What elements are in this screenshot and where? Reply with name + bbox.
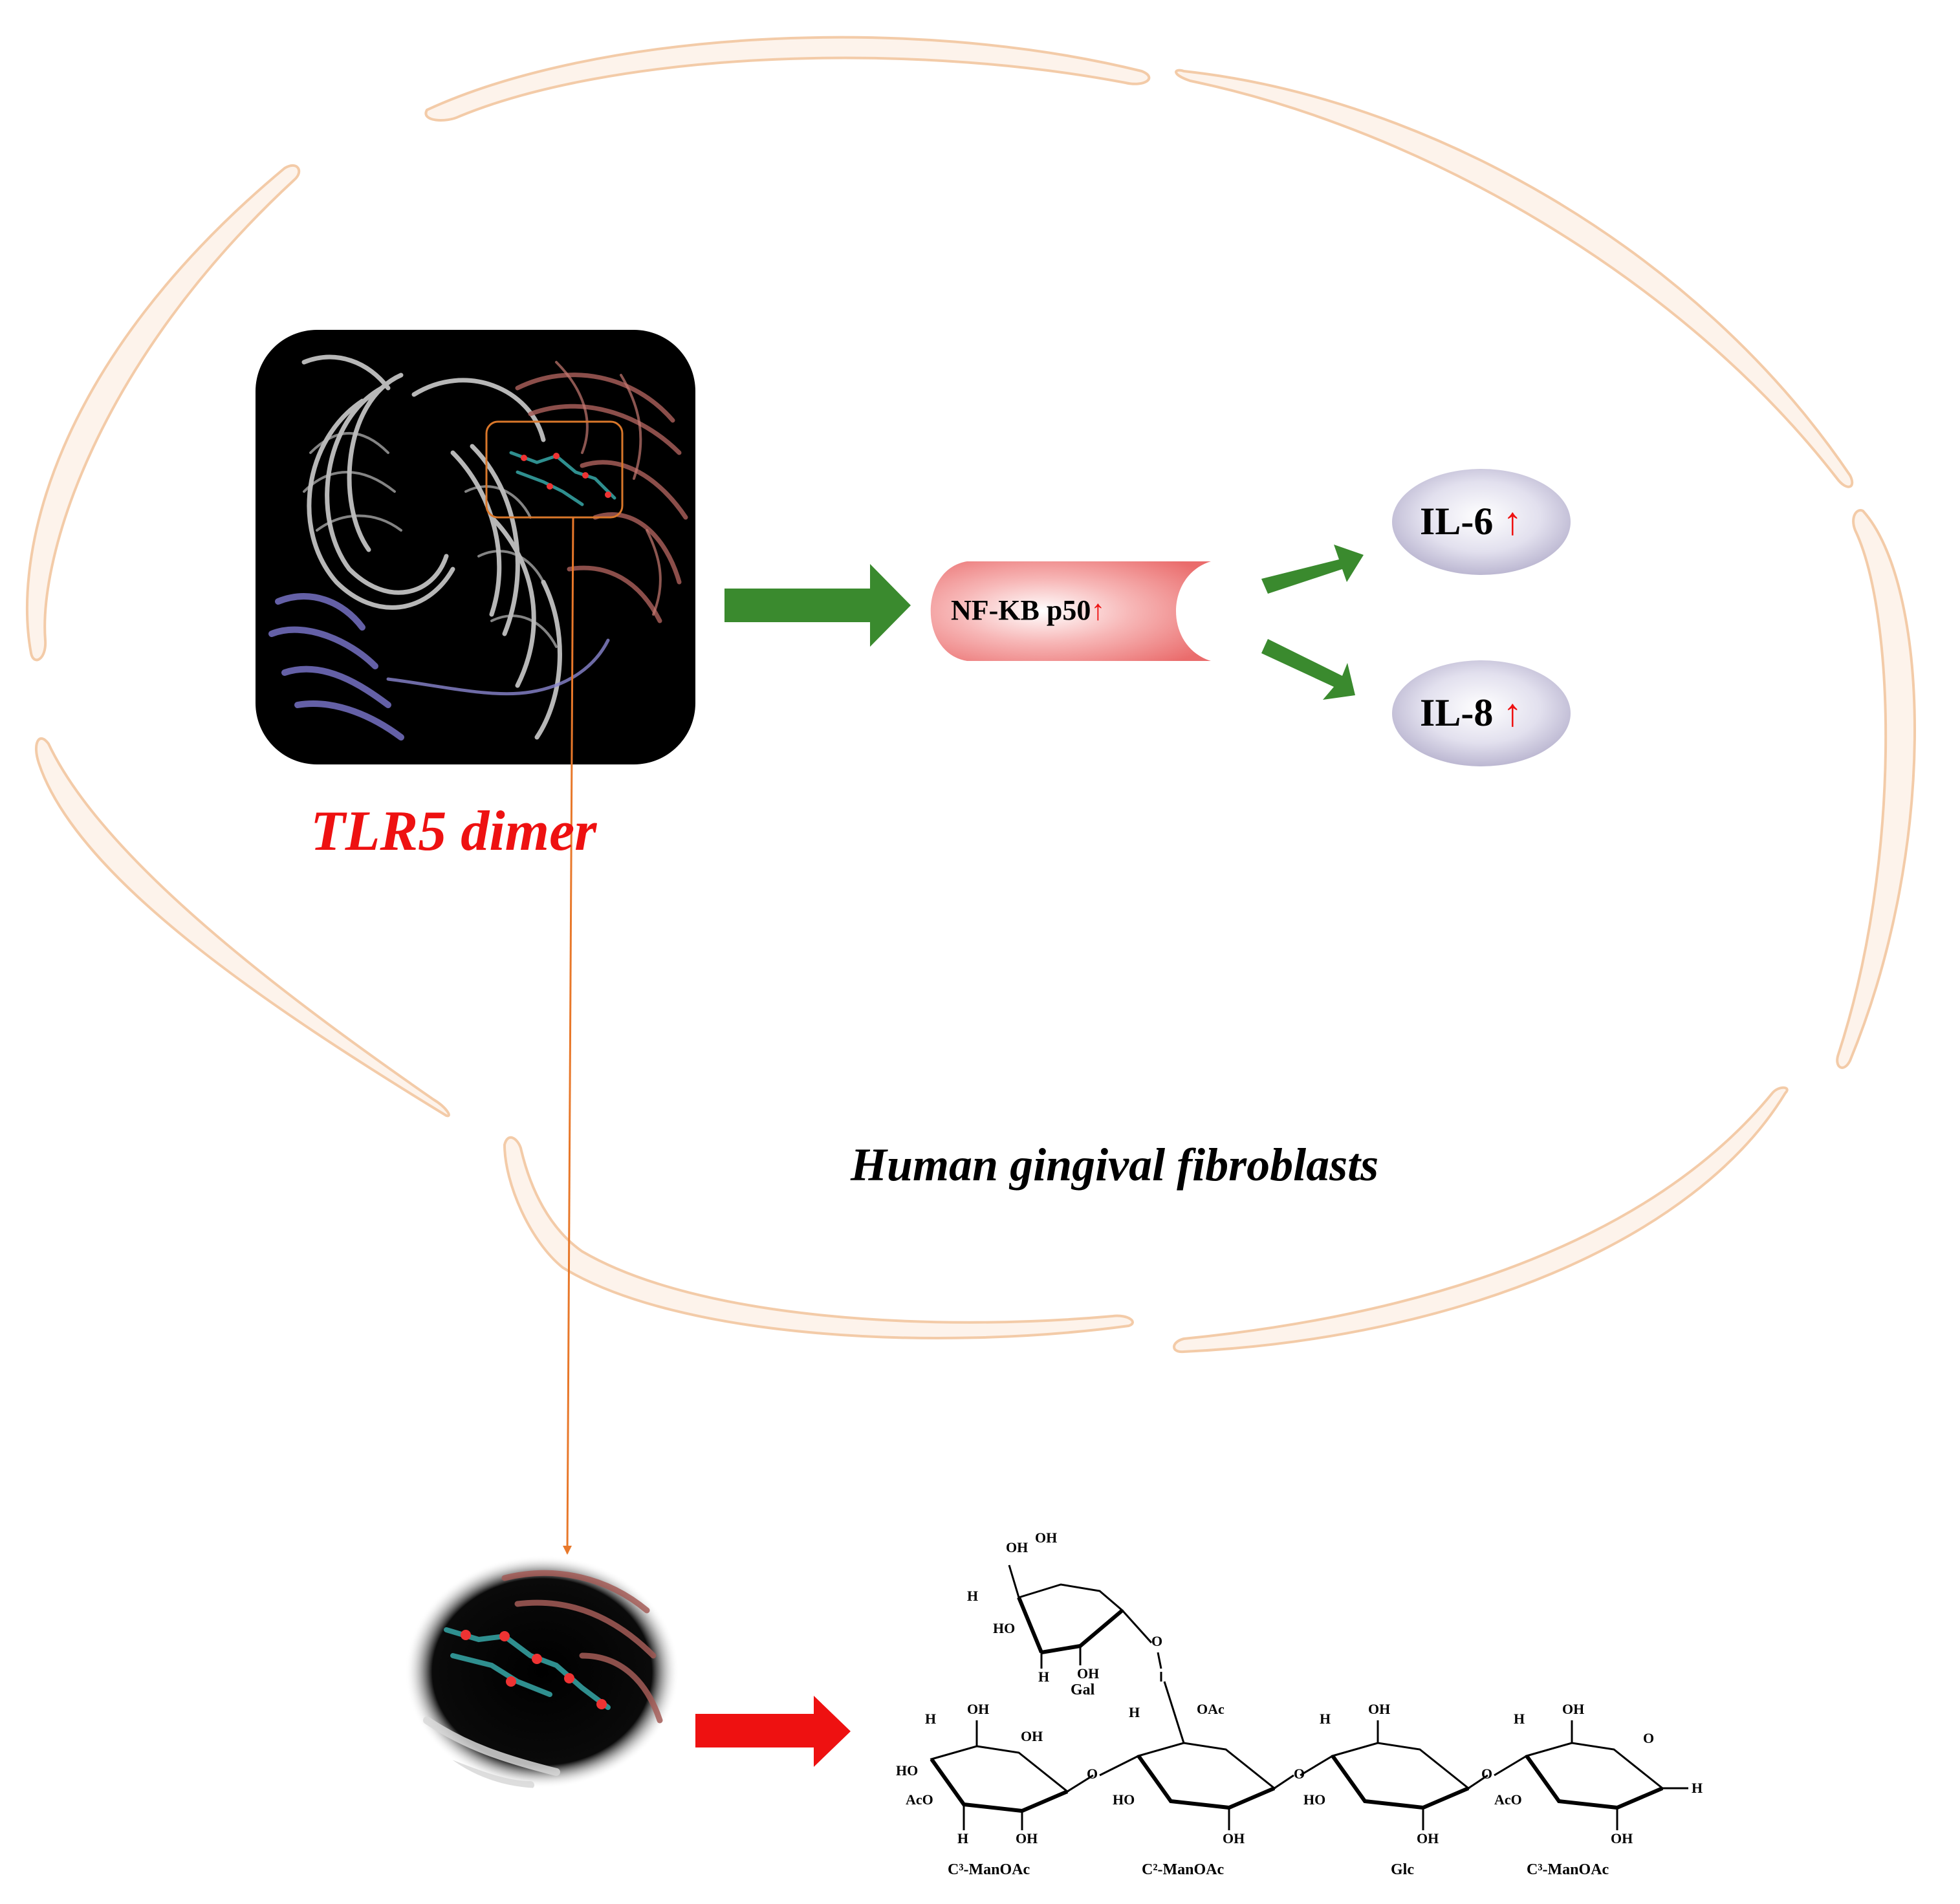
- svg-text:HO: HO: [896, 1762, 918, 1779]
- protein-structure-image: [256, 330, 695, 764]
- svg-text:H: H: [957, 1830, 968, 1846]
- svg-text:H: H: [1692, 1780, 1703, 1796]
- receptor-label: TLR5 dimer: [310, 800, 597, 863]
- svg-text:HO: HO: [1113, 1791, 1135, 1808]
- sugar-label-unit2: C²-ManOAc: [1142, 1861, 1225, 1878]
- sugar-label-unit3: Glc: [1391, 1861, 1414, 1878]
- svg-text:H: H: [1129, 1704, 1140, 1720]
- svg-text:OH: OH: [1223, 1830, 1245, 1846]
- il8-text: IL-8: [1420, 691, 1494, 734]
- sugar-label-unit1: C³-ManOAc: [948, 1861, 1030, 1878]
- nfkb-label: NF-KB p50↑: [951, 594, 1105, 627]
- svg-text:OH: OH: [1611, 1830, 1633, 1846]
- sugar-label-gal: Gal: [1071, 1682, 1095, 1698]
- svg-text:O: O: [1481, 1766, 1492, 1782]
- zoom-circle-image: [405, 1555, 679, 1788]
- svg-text:OH: OH: [1368, 1701, 1390, 1717]
- svg-text:O: O: [1151, 1633, 1162, 1649]
- svg-text:OH: OH: [1006, 1539, 1028, 1555]
- signal-arrow-main: [724, 564, 911, 647]
- il8-up-arrow: ↑: [1503, 691, 1523, 734]
- il6-ellipse: [1392, 469, 1571, 575]
- svg-text:H: H: [1320, 1711, 1331, 1727]
- nfkb-up-arrow: ↑: [1091, 594, 1105, 626]
- zoom-line-arrowhead: [563, 1546, 572, 1555]
- svg-text:H: H: [1038, 1669, 1049, 1685]
- detail-arrow: [695, 1696, 851, 1767]
- cell-label: Human gingival fibroblasts: [851, 1139, 1379, 1191]
- nfkb-shape: [930, 561, 1211, 661]
- il6-text: IL-6: [1420, 500, 1494, 543]
- svg-text:OH: OH: [1016, 1830, 1038, 1846]
- svg-text:AcO: AcO: [906, 1791, 933, 1808]
- svg-text:OH: OH: [1417, 1830, 1439, 1846]
- signal-arrows-cytokines: [1261, 545, 1364, 700]
- svg-text:H: H: [925, 1711, 936, 1727]
- svg-text:H: H: [967, 1588, 978, 1604]
- svg-text:O: O: [1087, 1766, 1098, 1782]
- nfkb-text: NF-KB p50: [951, 594, 1091, 626]
- svg-text:OH: OH: [1077, 1665, 1099, 1682]
- svg-text:O: O: [1294, 1766, 1305, 1782]
- svg-text:HO: HO: [993, 1620, 1015, 1636]
- svg-text:AcO: AcO: [1494, 1791, 1522, 1808]
- svg-text:O: O: [1643, 1730, 1654, 1746]
- svg-text:HO: HO: [1303, 1791, 1325, 1808]
- il6-label: IL-6 ↑: [1420, 499, 1522, 544]
- il8-label: IL-8 ↑: [1420, 691, 1522, 735]
- cell-membrane: [26, 36, 1916, 1354]
- svg-text:OAc: OAc: [1197, 1701, 1225, 1717]
- svg-text:OH: OH: [1562, 1701, 1584, 1717]
- sugar-label-unit4: C³-ManOAc: [1527, 1861, 1609, 1878]
- zoom-line: [566, 517, 574, 1554]
- svg-text:H: H: [1514, 1711, 1525, 1727]
- svg-text:OH: OH: [1021, 1728, 1043, 1744]
- svg-text:OH: OH: [967, 1701, 989, 1717]
- il6-up-arrow: ↑: [1503, 500, 1523, 543]
- il8-ellipse: [1392, 660, 1571, 766]
- svg-text:OH: OH: [1035, 1530, 1057, 1546]
